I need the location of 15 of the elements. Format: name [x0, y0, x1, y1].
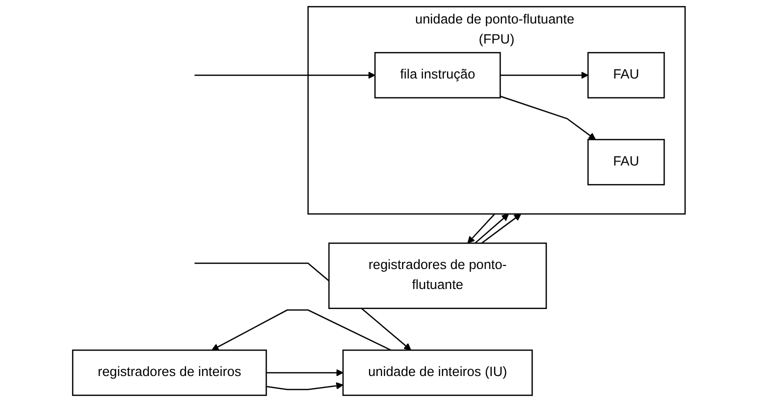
node-box: fila instrução — [374, 52, 501, 98]
node-box: unidade de inteiros (IU) — [342, 350, 533, 396]
arrow — [481, 214, 522, 244]
node-box: FAU — [588, 138, 665, 186]
arrow — [474, 214, 510, 244]
node-box: registradores de ponto-flutuante — [328, 242, 547, 310]
arrow — [212, 309, 392, 351]
arrow — [266, 369, 344, 376]
arrow — [500, 96, 596, 140]
node-box: FAU — [588, 52, 665, 98]
arrow — [266, 382, 344, 390]
arrow — [467, 214, 496, 244]
node-box: registradores de inteiros — [72, 350, 268, 396]
arrow — [194, 72, 376, 79]
arrow — [500, 72, 588, 79]
